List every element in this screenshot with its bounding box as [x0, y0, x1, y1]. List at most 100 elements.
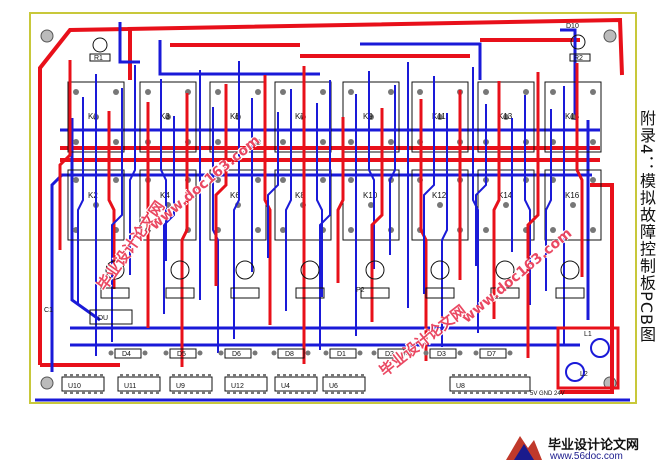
- label-du: DU: [98, 315, 108, 322]
- relay-label: K13: [498, 112, 513, 121]
- diode-label: D6: [232, 351, 241, 358]
- transistor: [430, 260, 450, 280]
- chip-label: U11: [124, 383, 136, 390]
- diode-label: D3: [437, 351, 446, 358]
- resistor: [100, 287, 130, 299]
- trace: [545, 109, 552, 291]
- chip-u4: U4: [274, 374, 318, 394]
- chip-u9: U9: [169, 374, 213, 394]
- label-r1: R1: [94, 55, 103, 62]
- trace: [233, 61, 240, 339]
- diode-label: D1: [337, 351, 346, 358]
- resistor: [555, 287, 585, 299]
- trace: [129, 65, 136, 275]
- trace: [160, 79, 167, 261]
- resistor: [295, 287, 325, 299]
- trace: [575, 63, 584, 277]
- top-right-part: D10 R2: [566, 23, 591, 62]
- relay-label: K5: [230, 112, 240, 121]
- trace: [524, 95, 531, 305]
- chip-u6: U6: [322, 374, 366, 394]
- chip-label: U6: [329, 383, 338, 390]
- vertical-traces: [58, 60, 585, 367]
- diode-label: D2: [385, 351, 394, 358]
- relay-k16: K16: [544, 169, 602, 241]
- relay-label: K11: [432, 112, 446, 121]
- label-p2: P2: [356, 287, 365, 294]
- chip-label: U10: [68, 383, 81, 390]
- footer-title: 毕业设计论文网: [548, 438, 640, 453]
- trace: [107, 111, 116, 289]
- label-r2: R2: [574, 55, 583, 62]
- chip-label: U12: [231, 383, 244, 390]
- footer-url: www.56doc.com: [550, 451, 623, 462]
- power-pins-label: 5V GND 24V: [530, 391, 565, 397]
- chip-u11: U11: [117, 374, 161, 394]
- trace: [336, 117, 345, 283]
- trace: [111, 88, 123, 342]
- relay-label: K12: [432, 191, 447, 200]
- trace: [441, 113, 448, 347]
- trace: [58, 60, 72, 250]
- resistor: [425, 287, 455, 299]
- transistor: [235, 260, 255, 280]
- trace: [389, 85, 396, 255]
- resistor: [165, 287, 195, 299]
- trace: [526, 72, 540, 358]
- resistor: [360, 287, 390, 299]
- resistor: [230, 287, 260, 299]
- du-chip: [89, 309, 133, 325]
- diode-label: D8: [285, 351, 294, 358]
- diode-row: D4 D5 D6 D8 D1 D2 D3 D7: [108, 348, 513, 359]
- diode-label: D4: [122, 351, 131, 358]
- chip-u12: U12: [224, 374, 268, 394]
- diode-label: D5: [177, 351, 186, 358]
- chip-label: U9: [176, 383, 185, 390]
- diode-d5: D5: [163, 348, 203, 359]
- chip-label: U8: [456, 383, 465, 390]
- transistor: [170, 260, 190, 280]
- transistor: [300, 260, 320, 280]
- chip-u10: U10: [61, 374, 105, 394]
- trace: [77, 97, 84, 303]
- diode-label: D7: [487, 351, 496, 358]
- trace: [267, 112, 279, 258]
- relay-label: K8: [295, 191, 305, 200]
- trace: [214, 84, 228, 286]
- label-d10: D10: [566, 23, 579, 30]
- trace: [163, 116, 175, 314]
- relay-label: K10: [363, 191, 378, 200]
- chip-u8: U8: [449, 374, 531, 394]
- blue-signal-rails: [35, 22, 630, 402]
- chip-label: U4: [281, 383, 290, 390]
- diode-d3: D3: [423, 348, 463, 359]
- relay-label: K16: [565, 191, 580, 200]
- relay-k15: K15: [544, 81, 602, 153]
- trace: [475, 104, 487, 266]
- relay-label: K15: [565, 112, 580, 121]
- relay-label: K2: [88, 191, 98, 200]
- diode-d8: D8: [271, 348, 311, 359]
- transistor: [560, 260, 580, 280]
- transistor: [495, 260, 515, 280]
- trace: [492, 81, 501, 319]
- transistor: [365, 260, 385, 280]
- trace: [285, 89, 292, 311]
- label-c1: C1: [44, 307, 53, 314]
- label-l2: L2: [580, 371, 588, 378]
- inductor-block: L1 L2: [556, 326, 620, 390]
- mount-hole-top-left: [40, 29, 54, 43]
- figure-caption: 附录4：模拟故障控制板PCB图: [637, 110, 656, 343]
- relay-label: K14: [498, 191, 513, 200]
- trace: [423, 76, 435, 294]
- trace: [180, 93, 189, 367]
- diode-d4: D4: [108, 348, 148, 359]
- diode-d6: D6: [218, 348, 258, 359]
- diode-d7: D7: [473, 348, 513, 359]
- footer-logo-icon: [506, 436, 542, 460]
- relay-label: K3: [160, 112, 170, 121]
- chip-row: U10 U11 U9 U12 U4 U6 U8: [61, 374, 531, 394]
- trace: [370, 108, 384, 322]
